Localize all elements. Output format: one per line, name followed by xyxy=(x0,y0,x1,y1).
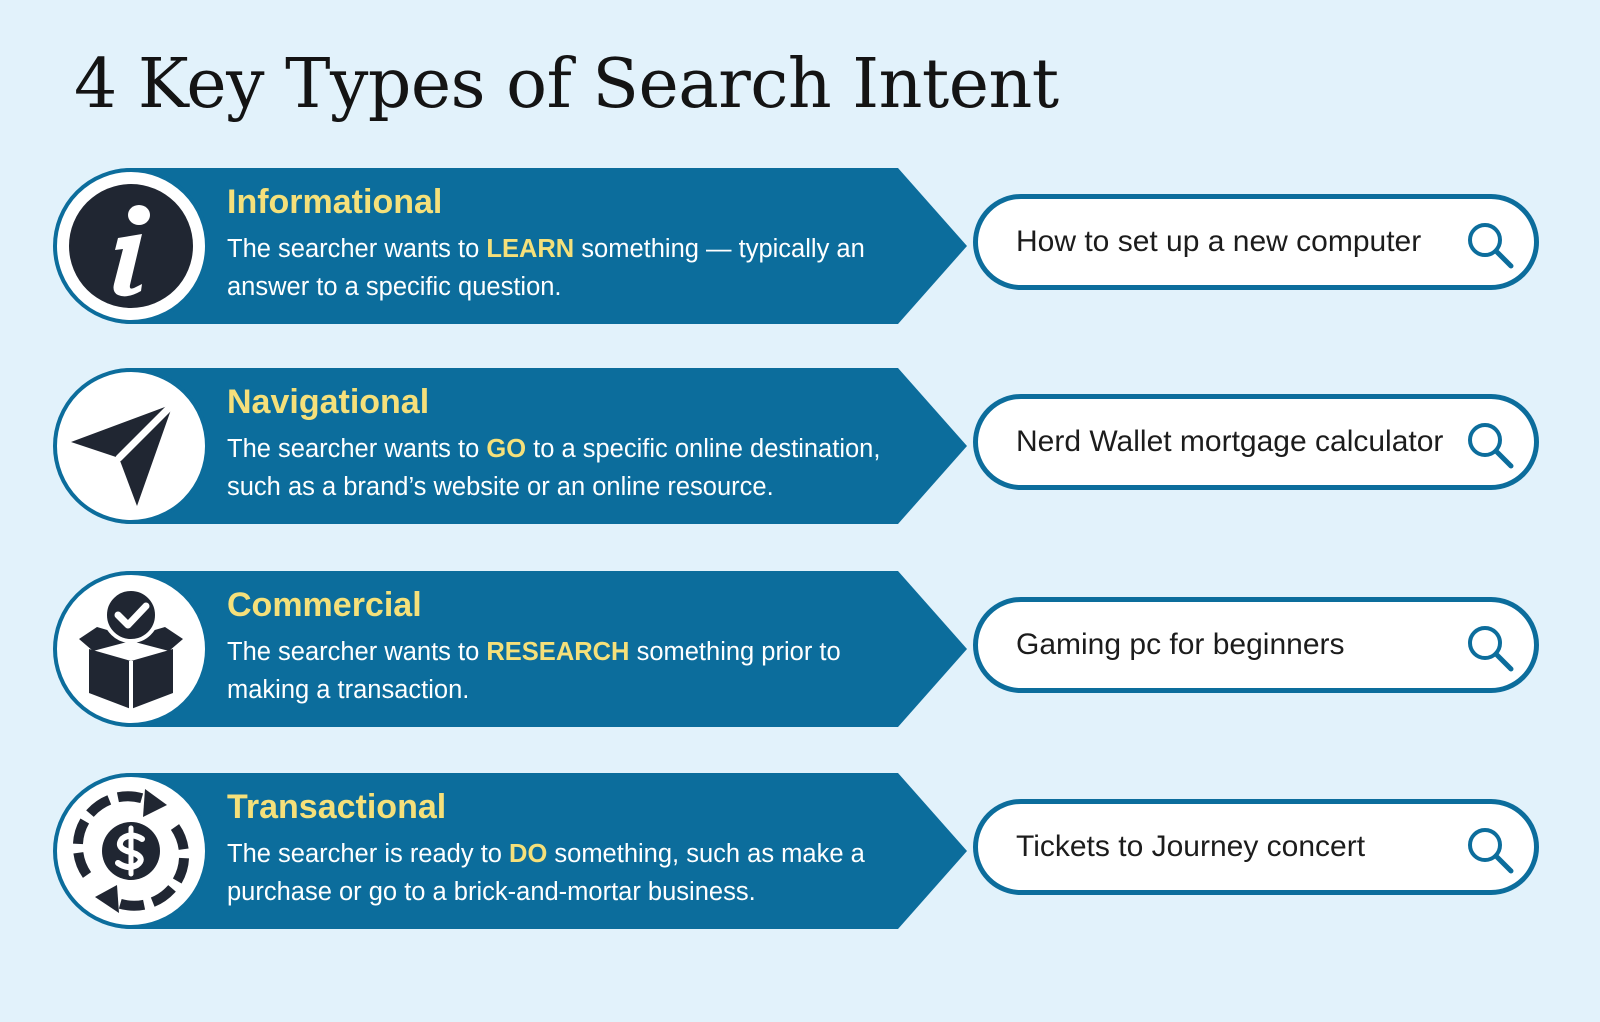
intent-row-informational: Informational The searcher wants to LEAR… xyxy=(0,168,1600,324)
intent-keyword: LEARN xyxy=(486,235,575,263)
intent-icon-ring xyxy=(53,168,209,324)
intent-row-navigational: Navigational The searcher wants to GO to… xyxy=(0,368,1600,524)
example-search-query: How to set up a new computer xyxy=(1016,225,1422,258)
intent-description: The searcher wants to RESEARCH something… xyxy=(227,638,841,704)
example-search-query: Nerd Wallet mortgage calculator xyxy=(1016,425,1444,458)
search-icon xyxy=(1468,626,1514,672)
search-icon xyxy=(1468,223,1514,269)
intent-name: Commercial xyxy=(227,586,422,624)
example-search-query: Gaming pc for beginners xyxy=(1016,628,1345,661)
navigation-arrow-icon xyxy=(71,400,177,506)
intent-icon-ring xyxy=(53,773,209,929)
intent-keyword: RESEARCH xyxy=(486,638,630,666)
intent-description: The searcher wants to LEARN something — … xyxy=(227,235,865,301)
example-search-box: Gaming pc for beginners xyxy=(973,597,1539,693)
intent-keyword: GO xyxy=(486,435,527,463)
intent-row-transactional: Transactional The searcher is ready to D… xyxy=(0,773,1600,929)
dollar-cycle-icon xyxy=(72,789,190,913)
example-search-box: Tickets to Journey concert xyxy=(973,799,1539,895)
box-check-icon xyxy=(79,587,183,709)
intent-name: Navigational xyxy=(227,383,430,421)
example-search-query: Tickets to Journey concert xyxy=(1016,830,1366,863)
example-search-box: Nerd Wallet mortgage calculator xyxy=(973,394,1539,490)
intent-name: Informational xyxy=(227,183,443,221)
intent-description: The searcher wants to GO to a specific o… xyxy=(227,435,881,501)
example-search-box: How to set up a new computer xyxy=(973,194,1539,290)
intent-icon-ring xyxy=(53,368,209,524)
search-icon xyxy=(1468,423,1514,469)
intent-icon-ring xyxy=(53,571,209,727)
info-icon xyxy=(69,184,193,308)
intent-keyword: DO xyxy=(509,840,548,868)
intent-description: The searcher is ready to DO something, s… xyxy=(227,840,865,906)
intent-name: Transactional xyxy=(227,788,447,826)
page-title: 4 Key Types of Search Intent xyxy=(74,45,1059,124)
search-icon xyxy=(1468,828,1514,874)
intent-row-commercial: Commercial The searcher wants to RESEARC… xyxy=(0,571,1600,727)
